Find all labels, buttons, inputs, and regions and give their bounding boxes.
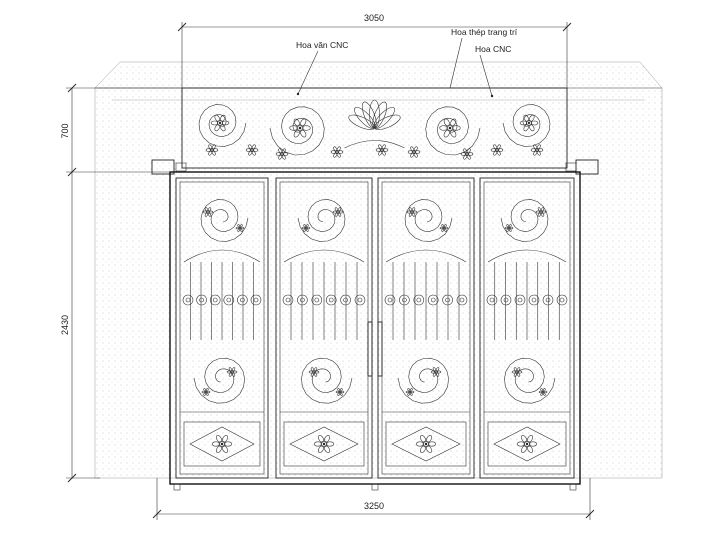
gate-feet [173,483,577,491]
bottom-width-text: 3250 [364,501,384,511]
annotations: Hoa văn CNC Hoa thép trang trí Hoa CNC [296,27,518,98]
bottom-width-dimension: 3250 [152,478,595,520]
label-decor-steel: Hoa thép trang trí [451,27,518,37]
height-dimensions: 700 2430 [60,83,182,483]
header-height-text: 700 [60,123,70,138]
cnc-header-panel [181,87,568,169]
top-width-text: 3050 [364,13,384,23]
header-ornaments [198,99,551,160]
hinge-brackets [151,159,599,175]
gate-panels [175,177,575,479]
label-cnc-pattern: Hoa văn CNC [296,40,348,50]
gate-height-text: 2430 [60,315,70,335]
door-handles [367,321,383,377]
top-width-dimension: 3050 [177,13,572,88]
gate-frame [169,171,581,485]
label-cnc-flower: Hoa CNC [475,44,511,54]
